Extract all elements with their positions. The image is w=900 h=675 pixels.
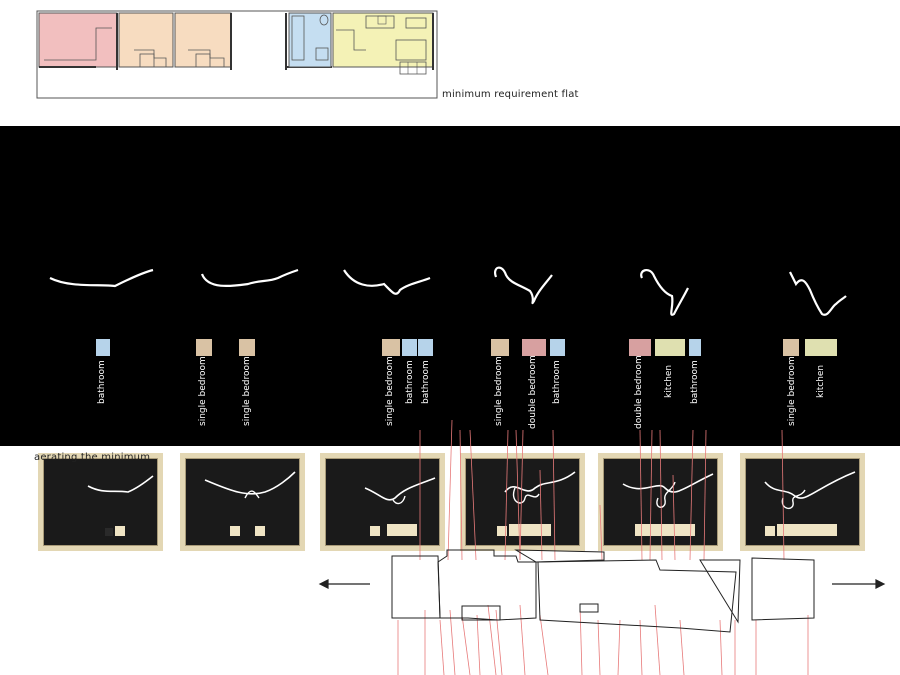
double-bedroom-block bbox=[629, 339, 651, 356]
model-photo-1 bbox=[38, 453, 163, 551]
model-photo-2 bbox=[180, 453, 305, 551]
model-photo-6 bbox=[740, 453, 865, 551]
aerating-caption: aerating the minimum bbox=[34, 452, 151, 463]
model-band: bathroom single bedroom single bedroom s… bbox=[0, 126, 900, 551]
minimum-flat-caption: minimum requirement flat bbox=[442, 89, 579, 100]
kitchen-block bbox=[805, 339, 837, 356]
bathroom-block bbox=[689, 339, 701, 356]
string-curve-3 bbox=[343, 269, 431, 295]
minimum-flat-plan bbox=[36, 10, 438, 99]
bathroom-block bbox=[550, 339, 565, 356]
bathroom-block bbox=[96, 339, 110, 356]
model-photo-3 bbox=[320, 453, 445, 551]
string-curve-4 bbox=[494, 266, 553, 305]
single-bedroom-block bbox=[783, 339, 799, 356]
string-curve-6 bbox=[789, 271, 847, 316]
single-bedroom-block bbox=[382, 339, 400, 356]
string-curve-2 bbox=[200, 268, 299, 288]
bathroom-block bbox=[418, 339, 433, 356]
bathroom-block bbox=[402, 339, 417, 356]
string-curve-5 bbox=[640, 269, 689, 316]
single-bedroom-block bbox=[239, 339, 255, 356]
single-bedroom-block bbox=[491, 339, 509, 356]
double-bedroom-block bbox=[522, 339, 546, 356]
string-curve-1 bbox=[49, 268, 154, 288]
single-bedroom-block bbox=[196, 339, 212, 356]
kitchen-block bbox=[655, 339, 685, 356]
